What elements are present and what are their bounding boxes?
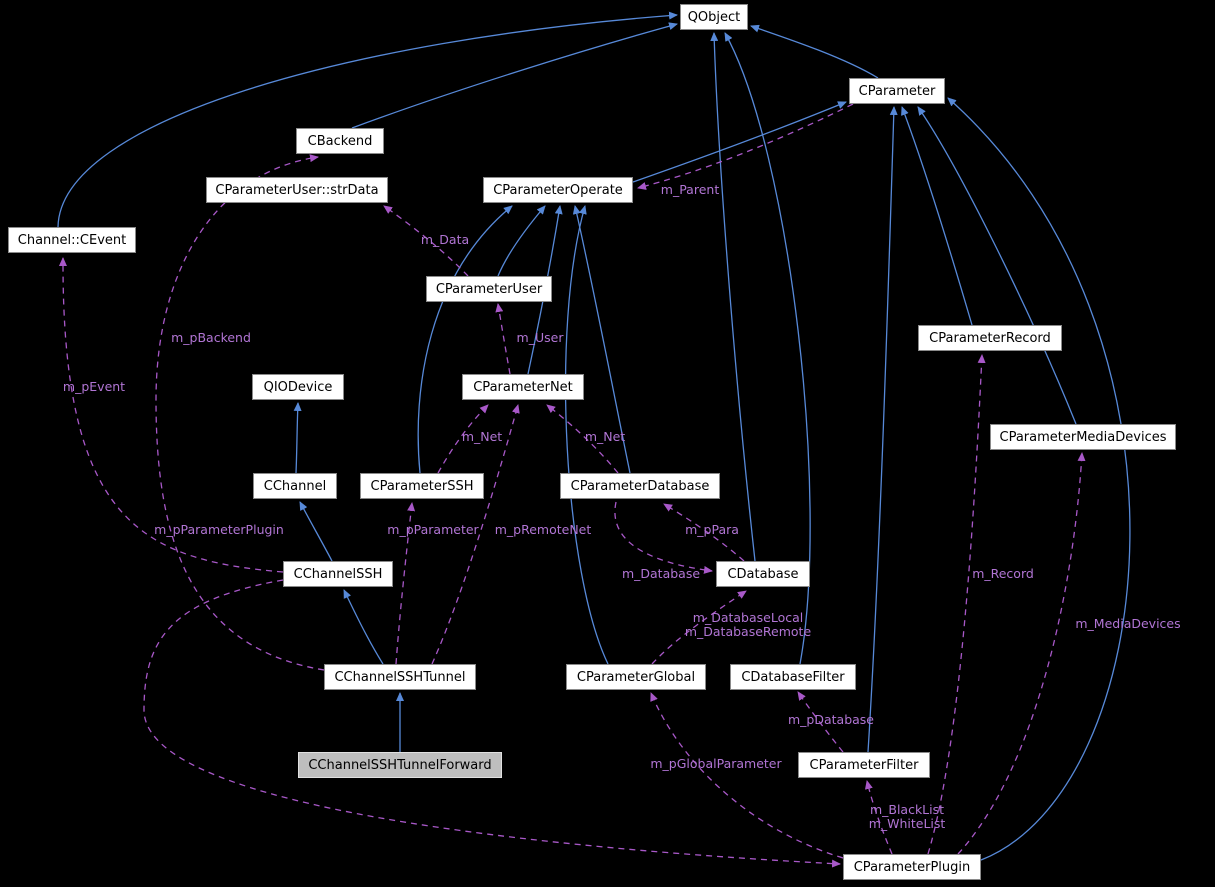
edge-m-pevent (58, 257, 284, 573)
edge-label-m-record: m_Record (972, 566, 1034, 581)
edge-m-pparameterplugin (143, 579, 841, 868)
edge-cchannelssh-cchannel (299, 501, 333, 562)
edge-cbackend-qobject (351, 22, 678, 129)
edge-label-m-pdatabase: m_pDatabase (787, 712, 875, 727)
edge-m-pdatabase (797, 691, 844, 753)
class-node-cparameternet[interactable]: CParameterNet (462, 374, 584, 400)
class-node-cchannelsshtunnel[interactable]: CChannelSSHTunnel (324, 664, 476, 690)
edge-label-m-net-right: m_Net (584, 429, 626, 444)
edge-cevent-qobject (57, 11, 678, 228)
edge-cchannelsshtunnel-cchannelssh (343, 589, 384, 665)
edge-m-user (495, 303, 511, 375)
class-node-channel-cevent[interactable]: Channel::CEvent (8, 227, 136, 253)
class-node-cparameterrecord[interactable]: CParameterRecord (918, 325, 1062, 351)
edge-cparameterdatabase-cparameteroperate (572, 205, 631, 474)
class-node-cparametermediadevices[interactable]: CParameterMediaDevices (990, 424, 1176, 450)
class-node-cparameterfilter[interactable]: CParameterFilter (798, 752, 930, 778)
edge-cparametermediadevices-cparameter (917, 106, 1077, 425)
edge-cparameterglobal-cparameteroperate (564, 205, 609, 665)
class-node-cparameteroperate[interactable]: CParameterOperate (483, 177, 633, 203)
class-node-cchannel[interactable]: CChannel (253, 473, 337, 499)
edge-m-record (927, 354, 986, 855)
edge-cparameter-qobject (750, 24, 879, 79)
edge-cdatabase-qobject (710, 32, 756, 562)
class-node-cdatabasefilter[interactable]: CDatabaseFilter (730, 664, 856, 690)
edge-label-m-ppara: m_pPara (685, 522, 739, 537)
class-node-cbackend[interactable]: CBackend (296, 128, 384, 154)
edge-label-m-pparameter: m_pParameter (387, 522, 479, 537)
edge-m-pglobalparameter (650, 692, 844, 859)
edge-m-databaselocal-remote (651, 590, 747, 665)
edge-label-m-mediadevices: m_MediaDevices (1075, 616, 1181, 631)
edge-label-m-data: m_Data (420, 232, 470, 247)
edge-label-m-database: m_Database (621, 566, 701, 581)
edge-cparameterfilter-cparameter (867, 106, 898, 753)
edge-cparameteroperate-cparameter (632, 101, 847, 183)
edge-m-ppara (663, 503, 745, 562)
edge-m-pparameter (395, 502, 416, 665)
inheritance-edges (57, 11, 1131, 861)
class-node-qiodevice[interactable]: QIODevice (252, 374, 344, 400)
class-node-cchannelsshtunnelforward[interactable]: CChannelSSHTunnelForward (298, 752, 502, 778)
edge-label-m-user: m_User (516, 330, 564, 345)
class-node-cchannelssh[interactable]: CChannelSSH (283, 561, 393, 587)
edge-label-m-pglobalparameter: m_pGlobalParameter (650, 756, 782, 771)
class-node-cdatabase[interactable]: CDatabase (716, 561, 810, 587)
edge-m-premotenet (431, 404, 520, 665)
edge-m-pbackend (155, 154, 325, 671)
edge-label-m-premotenet: m_pRemoteNet (494, 522, 592, 537)
edge-label-m-blacklist-whitelist: m_BlackList m_WhiteList (868, 802, 946, 831)
edge-label-m-net-left: m_Net (461, 429, 503, 444)
class-node-cparameteruser-strdata[interactable]: CParameterUser::strData (206, 177, 388, 203)
edge-label-m-parent: m_Parent (660, 182, 720, 197)
edge-cparameteruser-cparameteroperate (497, 205, 546, 277)
class-node-cparameter[interactable]: CParameter (849, 78, 945, 104)
edge-label-m-pevent: m_pEvent (62, 379, 126, 394)
edge-m-mediadevices (957, 452, 1086, 855)
edge-cparameterrecord-cparameter (901, 106, 973, 326)
class-node-cparameterplugin[interactable]: CParameterPlugin (843, 854, 981, 880)
class-node-cparameterssh[interactable]: CParameterSSH (360, 473, 484, 499)
edge-label-m-pbackend: m_pBackend (171, 330, 251, 345)
edge-m-parent (637, 103, 854, 190)
class-node-cparameterdatabase[interactable]: CParameterDatabase (560, 473, 720, 499)
edge-m-blacklist-whitelist (864, 780, 893, 855)
edge-m-database (614, 501, 713, 574)
class-node-qobject[interactable]: QObject (680, 4, 748, 30)
class-node-cparameterglobal[interactable]: CParameterGlobal (566, 664, 706, 690)
edge-m-net-database (546, 404, 619, 474)
edge-cchannel-qiodevice (293, 402, 302, 474)
edge-cparameterssh-cparameteroperate (417, 205, 513, 474)
edge-cparameterplugin-cparameter (947, 97, 1131, 861)
edge-label-m-pparameterplugin: m_pParameterPlugin (154, 522, 284, 537)
edge-label-m-databaselocal-remote: m_DatabaseLocal m_DatabaseRemote (684, 610, 812, 639)
class-node-cparameteruser[interactable]: CParameterUser (426, 276, 552, 302)
